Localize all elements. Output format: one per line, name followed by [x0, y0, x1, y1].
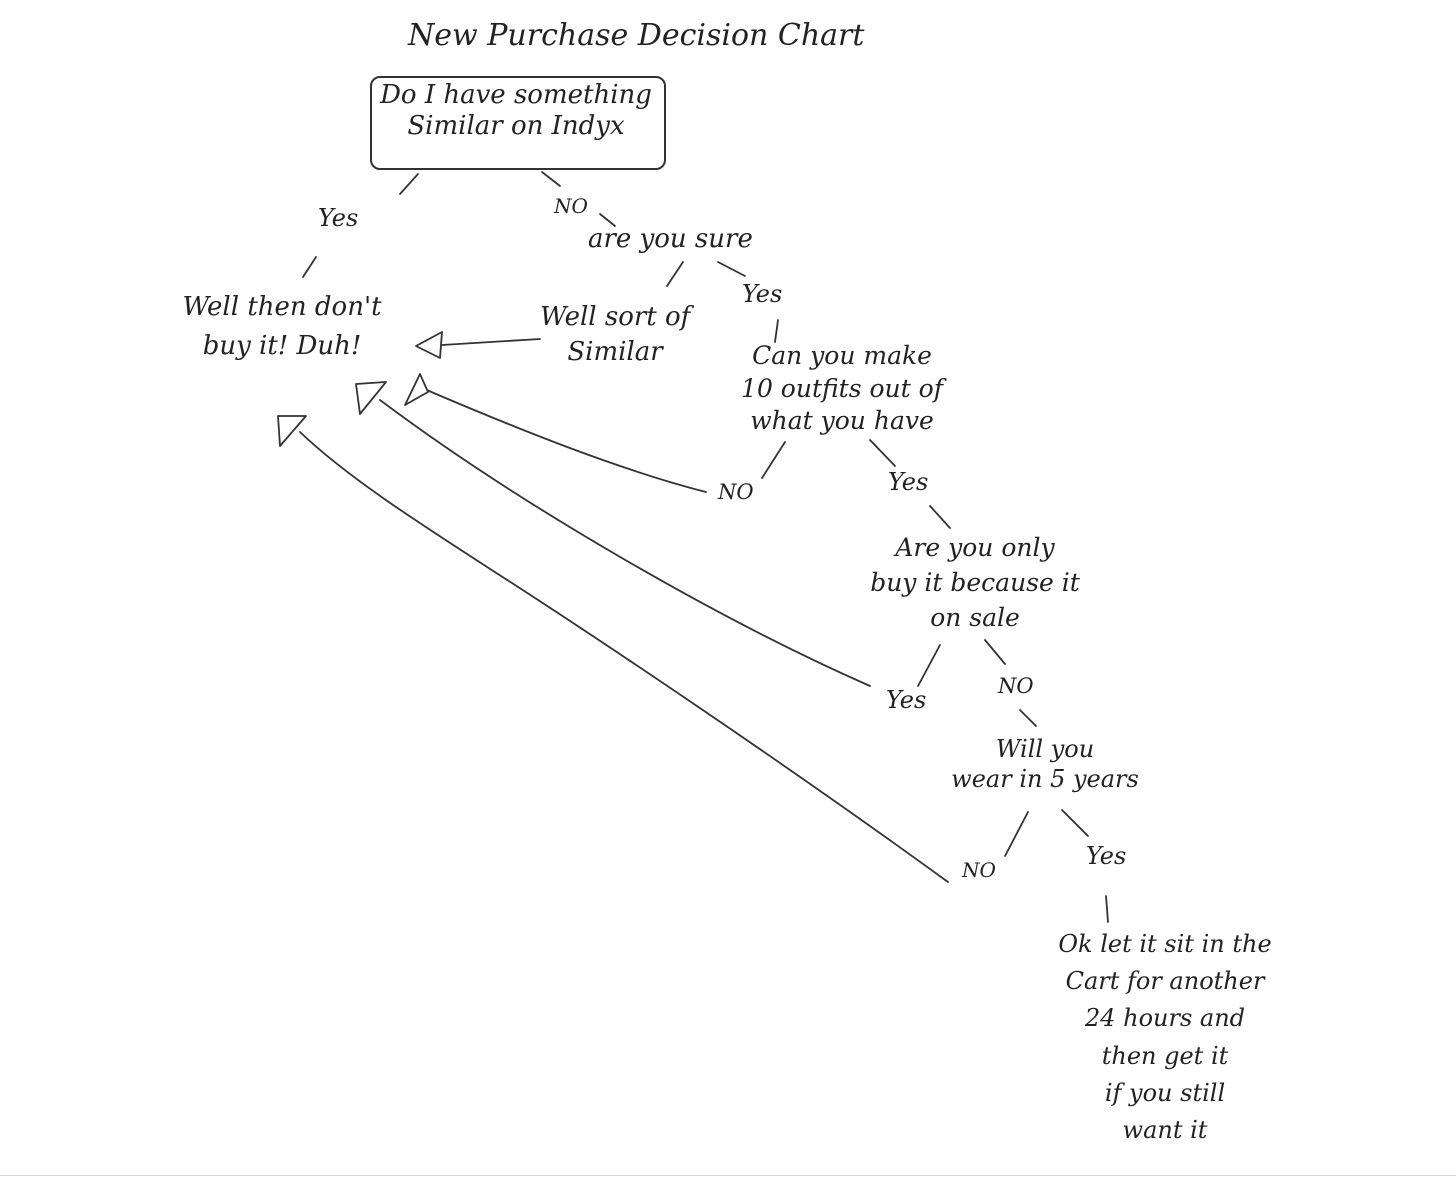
connector-sale-no	[984, 639, 1006, 665]
node-final-line-6: want it	[1122, 1115, 1208, 1144]
connector-outfits-yes	[869, 439, 896, 467]
node-final-line-5: if you still	[1104, 1078, 1226, 1107]
arrow-line-five-no	[299, 431, 949, 883]
node-sort-of-line-1: Well sort of	[540, 302, 691, 332]
label-five-no: NO	[962, 858, 996, 882]
root-question-line-1: Do I have something	[380, 80, 652, 110]
node-dont-buy: Well then don't buy it! Duh!	[172, 288, 392, 366]
node-sort-of: Well sort of Similar	[540, 300, 690, 370]
node-sort-of-line-2: Similar	[567, 337, 663, 368]
node-final-line-2: Cart for another	[1065, 967, 1265, 996]
node-outfits-line-3: what you have	[750, 406, 934, 435]
node-dont-buy-line-2: buy it! Duh!	[202, 331, 362, 361]
label-sure-yes: Yes	[742, 280, 783, 308]
node-sale: Are you only buy it because it on sale	[860, 530, 1090, 635]
node-are-you-sure-line-1: are you sure	[588, 224, 753, 254]
connector-five-no	[1004, 811, 1029, 857]
node-outfits: Can you make 10 outfits out of what you …	[722, 340, 962, 438]
node-five-years: Will you wear in 5 years	[950, 734, 1140, 794]
connector-five-yes	[1061, 809, 1089, 837]
node-are-you-sure: are you sure	[588, 224, 753, 255]
label-sale-yes: Yes	[886, 686, 927, 714]
root-question-line-2: Similar on Indyx	[407, 111, 625, 142]
connector-outfits-no	[761, 441, 786, 479]
connector-yes-sale	[929, 505, 951, 529]
connector-yes-dontbuy	[302, 256, 317, 278]
root-question: Do I have something Similar on Indyx	[370, 80, 662, 142]
arrow-line-sale-yes	[379, 399, 871, 687]
node-dont-buy-line-1: Well then don't	[182, 292, 382, 322]
node-final-line-3: 24 hours and	[1084, 1004, 1246, 1033]
node-outfits-line-1: Can you make	[752, 341, 932, 370]
node-final: Ok let it sit in the Cart for another 24…	[1040, 926, 1290, 1149]
connector-no-sure	[599, 213, 616, 227]
arrowhead-sortof	[415, 331, 443, 359]
bottom-divider	[0, 1175, 1456, 1176]
arrowhead-sale-yes	[355, 381, 387, 415]
connector-sure-sortof	[666, 261, 684, 287]
node-five-years-line-1: Will you	[995, 735, 1095, 763]
node-outfits-line-2: 10 outfits out of	[741, 373, 943, 403]
node-sale-line-1: Are you only	[895, 533, 1055, 562]
chart-title: New Purchase Decision Chart	[408, 18, 865, 53]
node-final-line-4: then get it	[1101, 1041, 1229, 1070]
node-sale-line-3: on sale	[930, 603, 1020, 632]
arrow-line-outfits-no	[421, 387, 707, 493]
node-five-years-line-2: wear in 5 years	[951, 765, 1139, 793]
arrowhead-five-no	[277, 415, 307, 447]
connector-sale-yes	[917, 644, 941, 687]
label-root-no: NO	[554, 194, 588, 218]
arrowhead-outfits-no	[404, 373, 429, 406]
label-outfits-no: NO	[718, 480, 754, 504]
connector-root-no	[541, 171, 561, 187]
node-final-line-1: Ok let it sit in the	[1058, 930, 1272, 958]
connector-yes-final	[1105, 895, 1109, 923]
label-outfits-yes: Yes	[888, 468, 929, 496]
connector-no-five	[1019, 709, 1037, 727]
arrow-line-sortof	[441, 338, 541, 346]
label-sale-no: NO	[998, 674, 1034, 698]
connector-sure-yes	[717, 261, 746, 277]
root-question-box	[370, 76, 666, 170]
connector-root-yes	[399, 173, 419, 195]
node-sale-line-2: buy it because it	[870, 568, 1080, 597]
label-root-yes: Yes	[318, 204, 359, 232]
label-five-yes: Yes	[1086, 842, 1127, 870]
connector-yes-outfits	[774, 319, 779, 343]
